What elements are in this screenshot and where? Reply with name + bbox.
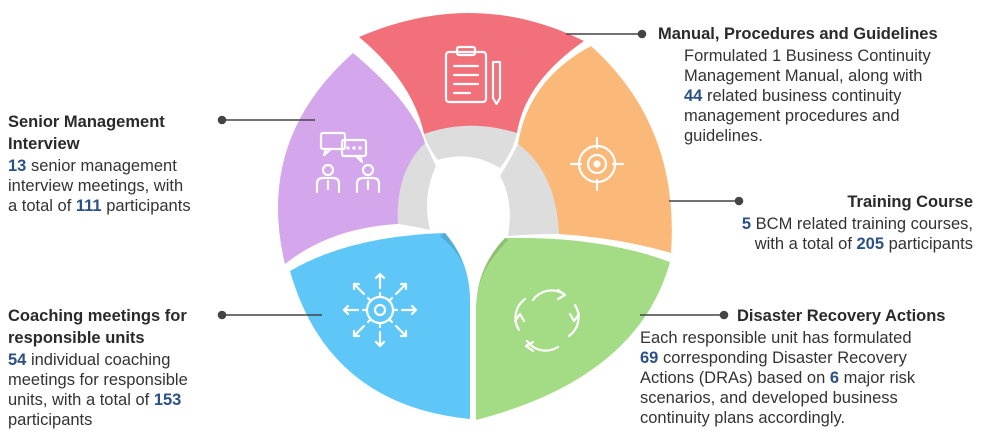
interview-num1: 13	[8, 157, 27, 175]
callout-training-title: Training Course	[847, 193, 973, 211]
training-num1: 5	[741, 215, 752, 233]
disaster-line1: Each responsible unit has formulated	[640, 329, 912, 347]
coaching-line2: meetings for responsible	[8, 371, 188, 389]
training-num2: 205	[856, 235, 885, 253]
callout-coaching: Coaching meetings for responsible units …	[8, 306, 238, 430]
disaster-num1: 69	[640, 349, 659, 367]
disaster-line3: Actions (DRAs) based on 6 major risk	[640, 369, 916, 387]
interview-line1: 13 senior management	[8, 157, 177, 175]
disaster-line4: scenarios, and developed business	[640, 389, 898, 407]
interview-num2: 111	[75, 197, 102, 215]
segment-interview	[277, 53, 425, 264]
coaching-line3: units, with a total of 153	[8, 391, 182, 409]
manual-line3: 44 related business continuity	[684, 87, 902, 105]
callout-manual-title: Manual, Procedures and Guidelines	[658, 25, 938, 43]
coaching-num2: 153	[153, 391, 182, 409]
segment-training	[518, 46, 672, 253]
callout-coaching-title1: Coaching meetings for	[8, 307, 187, 325]
coaching-line1: 54 individual coaching	[8, 351, 171, 369]
gear-arrows-icon	[342, 272, 418, 348]
segment-manual	[359, 12, 584, 134]
leader-lines	[217, 29, 744, 320]
callout-manual-body: Formulated 1 Business Continuity Managem…	[658, 46, 988, 146]
manual-line4: management procedures and	[684, 107, 900, 125]
clipboard-pencil-icon	[444, 45, 502, 106]
callout-interview: Senior Management Interview 13 senior ma…	[8, 112, 238, 216]
interview-line2: interview meetings, with	[8, 177, 184, 195]
callout-manual: Manual, Procedures and Guidelines Formul…	[658, 24, 988, 146]
manual-line5: guidelines.	[684, 127, 763, 145]
people-chat-icon	[315, 131, 381, 194]
disaster-line2: 69 corresponding Disaster Recovery	[640, 349, 907, 367]
manual-line1: Formulated 1 Business Continuity	[684, 47, 931, 65]
interview-line3: a total of 111 participants	[8, 197, 191, 215]
coaching-num1: 54	[8, 351, 27, 369]
callout-interview-title2: Interview	[8, 135, 80, 153]
manual-line2: Management Manual, along with	[684, 67, 923, 85]
training-line1: 5 BCM related training courses,	[741, 215, 973, 233]
refresh-cycle-icon	[513, 288, 581, 353]
callout-disaster: Disaster Recovery Actions Each responsib…	[640, 306, 990, 428]
coaching-line4: participants	[8, 411, 93, 429]
segment-disaster-recovery	[476, 237, 670, 420]
disaster-num2: 6	[829, 369, 840, 387]
callout-disaster-title: Disaster Recovery Actions	[737, 307, 946, 325]
disaster-line5: continuity plans accordingly.	[640, 409, 846, 427]
callout-coaching-title2: responsible units	[8, 329, 145, 347]
training-line2: with a total of 205 participants	[754, 235, 973, 253]
target-icon	[569, 136, 625, 192]
callout-training: Training Course 5 BCM related training c…	[660, 192, 973, 254]
hub-overlap	[397, 125, 559, 310]
callout-interview-title1: Senior Management	[8, 113, 165, 131]
manual-num1: 44	[684, 87, 703, 105]
